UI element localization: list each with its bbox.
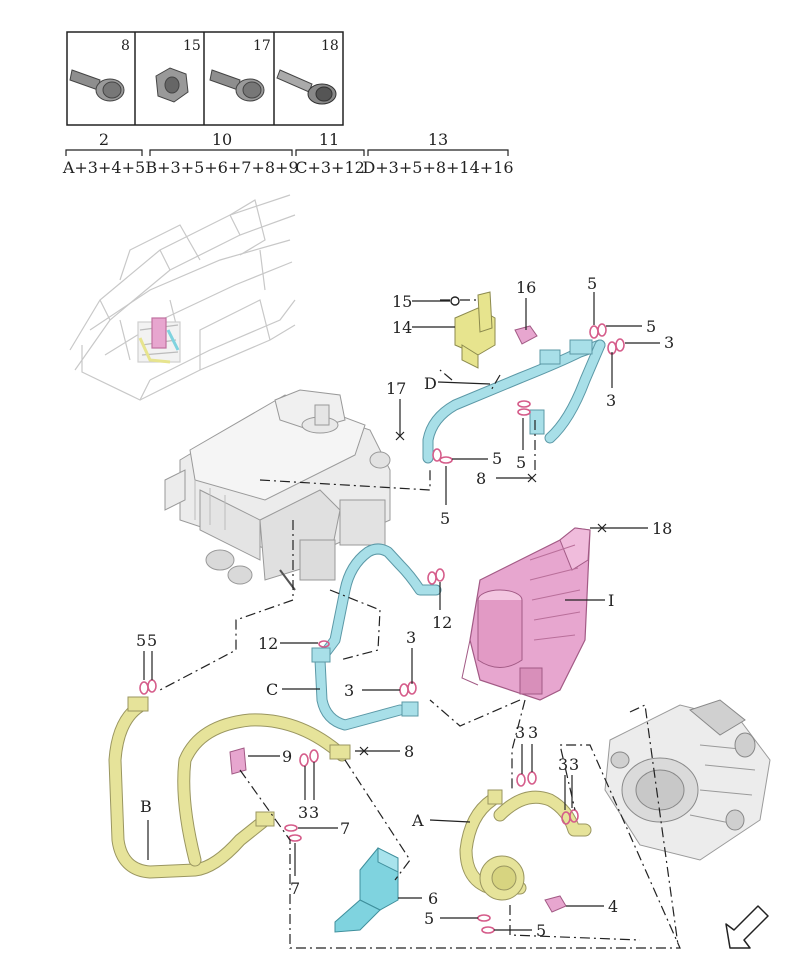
callout-3: 3 [344,681,354,700]
part-I-pink-housing [461,527,591,701]
callout-5: 5 [587,274,597,293]
callout-3: 3 [406,628,416,647]
o-rings [139,323,625,934]
callout-5: 5 [147,631,157,650]
callout-7: 7 [290,879,300,898]
kit-contents: D+3+5+8+14+16 [362,158,513,177]
fastener-table: 8 15 17 18 [66,31,344,126]
callout-I: I [608,591,614,610]
kit-number: 10 [212,130,232,149]
callout-5: 5 [492,449,502,468]
callout-3: 3 [528,723,538,742]
hose-D [422,339,606,464]
bolt-washer-icon [276,69,337,105]
callout-5: 5 [424,909,434,928]
electric-compressor-unit [164,389,391,591]
callout-3: 3 [569,755,579,774]
vehicle-frame-locator [69,194,296,401]
callout-5: 5 [516,453,526,472]
bolt-flange-icon [69,69,125,102]
sensor-16 [514,325,538,345]
bracket-14 [454,291,496,369]
hose-A [459,789,592,901]
bolt-flange-icon [209,69,265,102]
kit-contents: C+3+12 [295,158,365,177]
callout-18: 18 [652,519,672,538]
callout-3: 3 [298,803,308,822]
callout-5: 5 [440,509,450,528]
fastener-number-17: 17 [253,38,271,54]
callout-8: 8 [404,742,414,761]
kit-contents: B+3+5+6+7+8+9 [145,158,298,177]
nut-icon [155,67,189,103]
fastener-number-15: 15 [183,38,201,54]
kit-number: 13 [428,130,448,149]
callout-3: 3 [558,755,568,774]
callout-12: 12 [432,613,452,632]
callout-3: 3 [309,803,319,822]
callout-4: 4 [608,897,618,916]
bracket-6 [334,847,399,933]
fastener-number-8: 8 [121,38,130,54]
kit-contents: A+3+4+5 [62,158,145,177]
callout-9: 9 [282,747,292,766]
sensor-4 [544,895,567,913]
callout-14: 14 [392,318,412,337]
callout-3: 3 [664,333,674,352]
fastener-number-18: 18 [321,38,339,54]
callout-3: 3 [515,723,525,742]
callout-numbers: 15 14 16 17 D 5 5 3 3 5 5 5 8 18 I 12 12… [136,274,674,940]
hose-C [311,543,442,731]
kit-labels: 2 A+3+4+5 10 B+3+5+6+7+8+9 11 C+3+12 13 … [62,130,514,177]
hose-B [108,696,351,879]
callout-C: C [266,680,278,699]
callout-6: 6 [428,889,438,908]
callout-15: 15 [392,292,412,311]
kit-number: 2 [99,130,109,149]
callout-12: 12 [258,634,278,653]
callout-5: 5 [136,631,146,650]
callout-7: 7 [340,819,350,838]
callout-17: 17 [386,379,406,398]
sensor-9 [229,747,247,775]
direction-arrow-icon [725,905,769,949]
assembly-dash-lines [159,299,681,949]
kit-number: 11 [319,130,339,149]
callout-5: 5 [646,317,656,336]
callout-B: B [140,797,152,816]
leader-lines [143,292,660,931]
callout-3: 3 [606,391,616,410]
callout-5: 5 [536,921,546,940]
ac-compressor [604,699,771,861]
callout-D: D [424,374,437,393]
callout-A: A [411,811,424,830]
callout-16: 16 [516,278,536,297]
callout-8: 8 [476,469,486,488]
